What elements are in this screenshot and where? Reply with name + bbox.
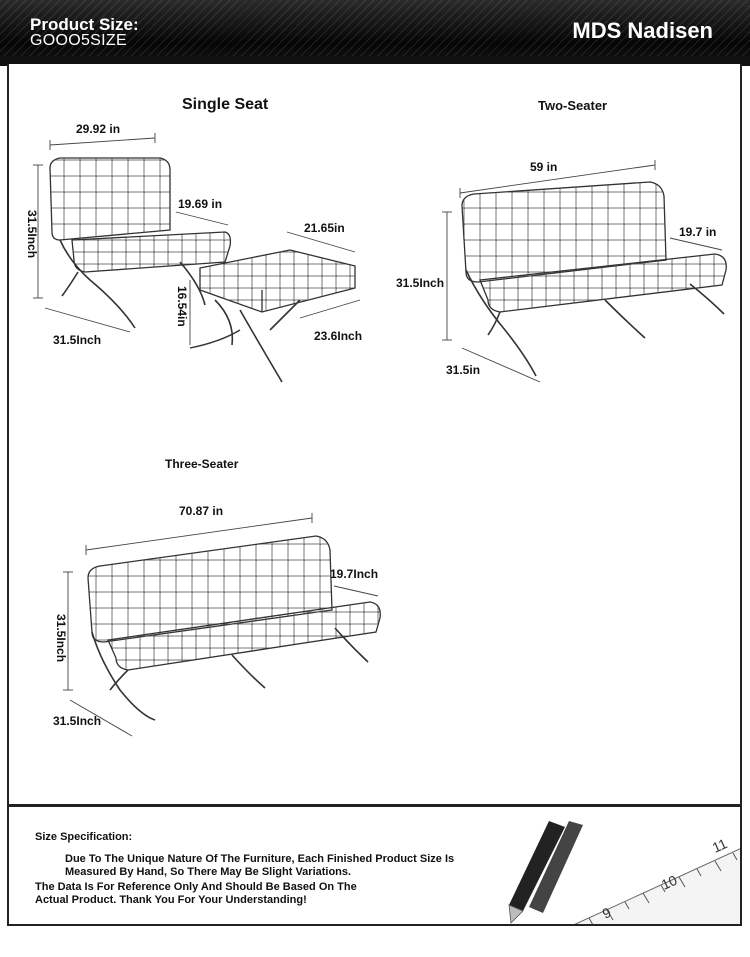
ruler-number-10: 10 bbox=[659, 872, 680, 893]
two-seater-depth-label: 31.5in bbox=[446, 363, 481, 377]
brand-name: MDS Nadisen bbox=[572, 18, 713, 43]
size-spec-line-4: Actual Product. Thank You For Your Under… bbox=[35, 894, 307, 906]
single-seat-title: Single Seat bbox=[182, 96, 269, 113]
pencil-icon bbox=[508, 821, 583, 924]
header-bottom-edge bbox=[0, 56, 750, 66]
size-spec-heading: Size Specification: bbox=[35, 831, 133, 843]
two-seater-seat-height-label: 19.7 in bbox=[679, 225, 717, 239]
two-seater-dimension-lines bbox=[442, 160, 723, 383]
three-seater-dimension-lines bbox=[63, 513, 379, 737]
ottoman-dimension-lines bbox=[189, 231, 361, 345]
two-seater-width-label: 59 in bbox=[530, 160, 558, 174]
three-seater-height-label: 31.5Inch bbox=[54, 614, 68, 663]
two-seater-title: Two-Seater bbox=[538, 98, 608, 113]
two-seater-height-label: 31.5Inch bbox=[396, 276, 445, 290]
single-seat-depth-label: 31.5Inch bbox=[53, 333, 102, 347]
ottoman-width-label: 21.65in bbox=[304, 221, 345, 235]
ruler-number-11: 11 bbox=[710, 835, 730, 856]
three-seater-seat-height-label: 19.7Inch bbox=[330, 567, 379, 581]
product-code: GOOO5SIZE bbox=[30, 32, 127, 49]
single-chair-dimension-lines bbox=[33, 133, 229, 333]
single-seat-height-label: 31.5Inch bbox=[25, 210, 39, 259]
single-chair-drawing bbox=[49, 157, 232, 329]
pencil-and-ruler-illustration: 9 10 11 bbox=[508, 821, 740, 924]
header-banner: Product Size: GOOO5SIZE MDS Nadisen bbox=[0, 0, 750, 66]
product-size-label: Product Size: bbox=[30, 15, 139, 34]
single-seat-width-label: 29.92 in bbox=[76, 122, 121, 136]
three-seater-drawing bbox=[87, 535, 381, 721]
three-seater-depth-label: 31.5Inch bbox=[53, 714, 102, 728]
ottoman-drawing bbox=[189, 249, 356, 383]
ruler-icon: 9 10 11 bbox=[574, 835, 740, 924]
three-seater-width-label: 70.87 in bbox=[179, 504, 224, 518]
ottoman-depth-label: 23.6Inch bbox=[314, 329, 363, 343]
single-seat-seat-height-label: 19.69 in bbox=[178, 197, 223, 211]
size-spec-line-3: The Data Is For Reference Only And Shoul… bbox=[35, 881, 357, 893]
three-seater-title: Three-Seater bbox=[165, 457, 239, 471]
size-spec-line-2: Measured By Hand, So There May Be Slight… bbox=[65, 866, 352, 878]
size-spec-line-1: Due To The Unique Nature Of The Furnitur… bbox=[65, 853, 455, 865]
ottoman-height-label: 16.54in bbox=[175, 286, 189, 327]
size-specification-panel: Size Specification: Due To The Unique Na… bbox=[7, 806, 742, 926]
header-texture bbox=[0, 0, 750, 62]
two-seater-drawing bbox=[461, 181, 727, 377]
